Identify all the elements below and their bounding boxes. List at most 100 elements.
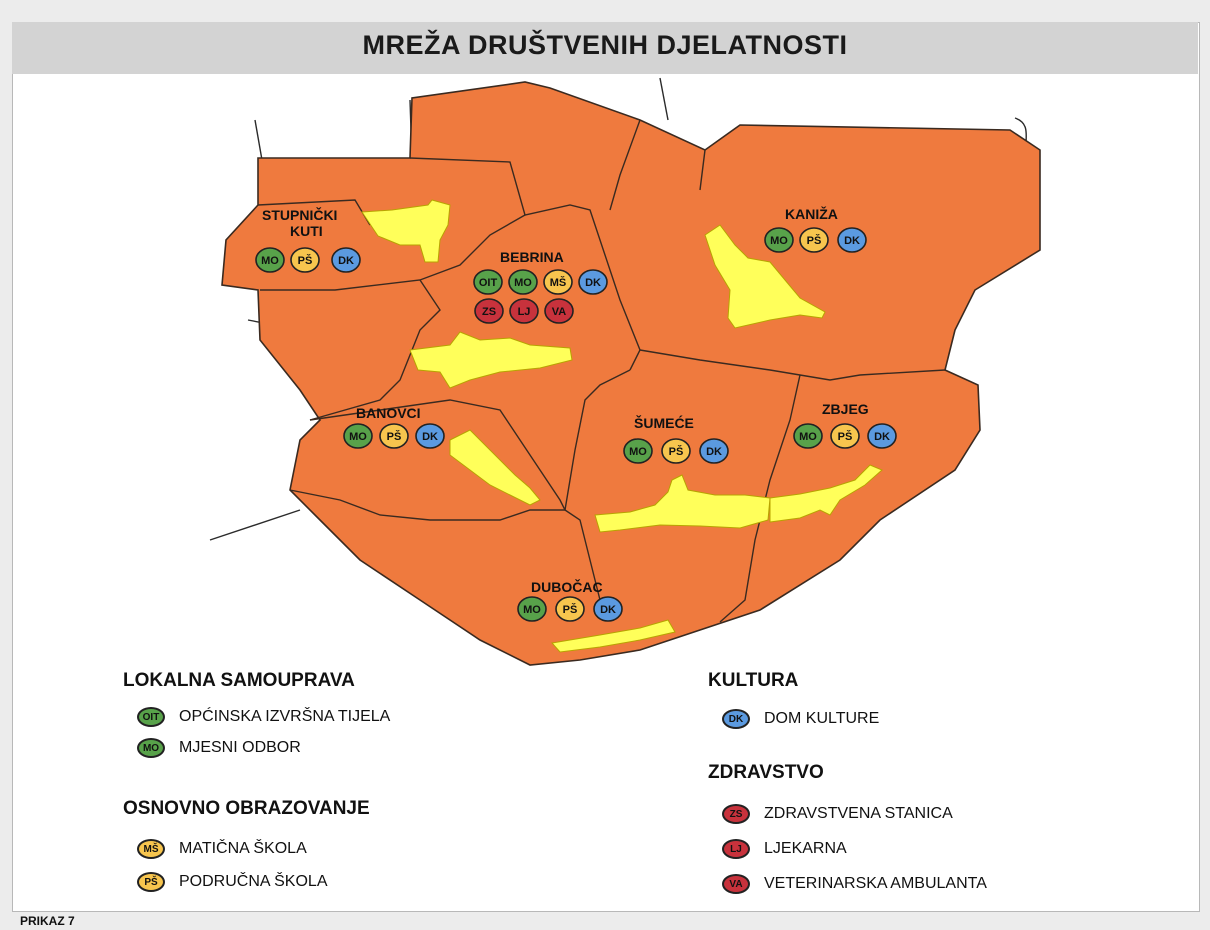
legend-item-label: ZDRAVSTVENA STANICA: [764, 805, 953, 822]
badge-blue-icon: [415, 423, 445, 449]
settlement-area-bebrina: [409, 331, 573, 389]
badge-code: MO: [261, 255, 279, 267]
legend-item-dk: DK DOM KULTURE: [722, 709, 879, 729]
settlement-name: STUPNIČKI: [262, 206, 337, 223]
legend-item-mo: MO MJESNI ODBOR: [137, 738, 301, 758]
badge-code: PŠ: [298, 254, 313, 267]
badge-green-icon: OIT: [137, 707, 165, 727]
settlement-zbjeg: ZBJEG MO PŠ DK: [793, 401, 897, 449]
legend-item-ps: PŠ PODRUČNA ŠKOLA: [137, 872, 327, 892]
legend-title-culture: KULTURA: [708, 670, 799, 691]
badge-code: DK: [874, 431, 890, 443]
legend-title-health: ZDRAVSTVO: [708, 762, 824, 783]
settlement-area-dubocac: [551, 619, 676, 653]
badge-code: DK: [338, 255, 354, 267]
legend-item-zs: ZS ZDRAVSTVENA STANICA: [722, 804, 953, 824]
settlement-name: DUBOČAC: [531, 578, 603, 595]
badge-code: DK: [585, 277, 601, 289]
badge-code: PŠ: [838, 430, 853, 443]
badge-code: PŠ: [563, 603, 578, 616]
legend-item-va: VA VETERINARSKA AMBULANTA: [722, 874, 987, 894]
badge-code: ZS: [482, 306, 496, 318]
legend-title-primary-education: OSNOVNO OBRAZOVANJE: [123, 798, 370, 819]
badge-green-icon: [473, 269, 503, 295]
badge-green-icon: [517, 596, 547, 622]
badge-red-icon: [544, 298, 574, 324]
badge-code: DK: [706, 446, 722, 458]
settlement-dubocac: DUBOČAC MO PŠ DK: [517, 578, 623, 622]
badge-code: DK: [422, 431, 438, 443]
badge-code: MŠ: [550, 276, 567, 289]
settlement-name: BEBRINA: [500, 249, 564, 265]
badge-code: MO: [523, 604, 541, 616]
legend-item-label: LJEKARNA: [764, 840, 847, 857]
settlement-area-stupnicki-kuti: [361, 199, 451, 263]
settlement-name: BANOVCI: [356, 405, 421, 421]
settlement-area-kaniza: [704, 224, 826, 329]
badge-yellow-icon: [661, 438, 691, 464]
badge-yellow-icon: [379, 423, 409, 449]
badge-blue-icon: [867, 423, 897, 449]
settlement-stupnicki-kuti: STUPNIČKI KUTI MO PŠ DK: [255, 206, 361, 273]
badge-code: PŠ: [807, 234, 822, 247]
settlement-name: ŠUMEĆE: [634, 414, 694, 431]
legend-item-label: PODRUČNA ŠKOLA: [179, 873, 328, 890]
badge-code: DK: [844, 235, 860, 247]
badge-code: MO: [629, 446, 647, 458]
badge-code: MO: [770, 235, 788, 247]
badge-blue-icon: [593, 596, 623, 622]
legend-item-label: OPĆINSKA IZVRŠNA TIJELA: [179, 708, 391, 725]
legend-title-local-government: LOKALNA SAMOUPRAVA: [123, 670, 355, 691]
badge-yellow-icon: PŠ: [137, 872, 165, 892]
badge-code: MO: [514, 277, 532, 289]
settlement-banovci: BANOVCI MO PŠ DK: [343, 405, 445, 449]
badge-blue-icon: [331, 247, 361, 273]
badge-green-icon: MO: [137, 738, 165, 758]
badge-green-icon: [255, 247, 285, 273]
badge-green-icon: [764, 227, 794, 253]
badge-code: VA: [552, 306, 567, 318]
legend-item-ms: MŠ MATIČNA ŠKOLA: [137, 839, 307, 859]
badge-yellow-icon: MŠ: [137, 839, 165, 859]
badge-code: MO: [799, 431, 817, 443]
legend-item-label: MJESNI ODBOR: [179, 739, 301, 756]
badge-green-icon: [793, 423, 823, 449]
badge-yellow-icon: [543, 269, 573, 295]
badge-yellow-icon: [555, 596, 585, 622]
badge-green-icon: [343, 423, 373, 449]
badge-yellow-icon: [830, 423, 860, 449]
legend-item-label: VETERINARSKA AMBULANTA: [764, 875, 987, 892]
badge-red-icon: LJ: [722, 839, 750, 859]
badge-red-icon: ZS: [722, 804, 750, 824]
badge-red-icon: [474, 298, 504, 324]
settlement-name: KANIŽA: [785, 205, 838, 222]
badge-code: LJ: [518, 306, 531, 318]
badge-yellow-icon: [799, 227, 829, 253]
badge-red-icon: [509, 298, 539, 324]
legend-item-label: DOM KULTURE: [764, 710, 880, 727]
legend-item-label: MATIČNA ŠKOLA: [179, 840, 307, 857]
settlement-bebrina: BEBRINA OIT MO MŠ DK ZS LJ VA: [473, 249, 608, 324]
badge-green-icon: [508, 269, 538, 295]
badge-yellow-icon: [290, 247, 320, 273]
badge-red-icon: VA: [722, 874, 750, 894]
badge-green-icon: [623, 438, 653, 464]
badge-blue-icon: [578, 269, 608, 295]
badge-blue-icon: DK: [722, 709, 750, 729]
settlement-sumece: ŠUMEĆE MO PŠ DK: [623, 414, 729, 464]
map-title: MREŽA DRUŠTVENIH DJELATNOSTI: [362, 30, 848, 60]
badge-code: OIT: [479, 277, 498, 289]
settlement-areas: [361, 199, 883, 653]
settlement-kaniza: KANIŽA MO PŠ DK: [764, 205, 867, 253]
badge-code: PŠ: [669, 445, 684, 458]
badge-code: MO: [349, 431, 367, 443]
legend-item-oit: OIT OPĆINSKA IZVRŠNA TIJELA: [137, 707, 390, 727]
settlement-area-sumece: [594, 474, 771, 533]
settlement-area-banovci: [449, 429, 541, 506]
figure-caption: PRIKAZ 7: [20, 914, 75, 928]
badge-code: DK: [600, 604, 616, 616]
settlement-name-line2: KUTI: [290, 223, 323, 239]
settlement-area-zbjeg: [769, 464, 883, 523]
badge-blue-icon: [837, 227, 867, 253]
